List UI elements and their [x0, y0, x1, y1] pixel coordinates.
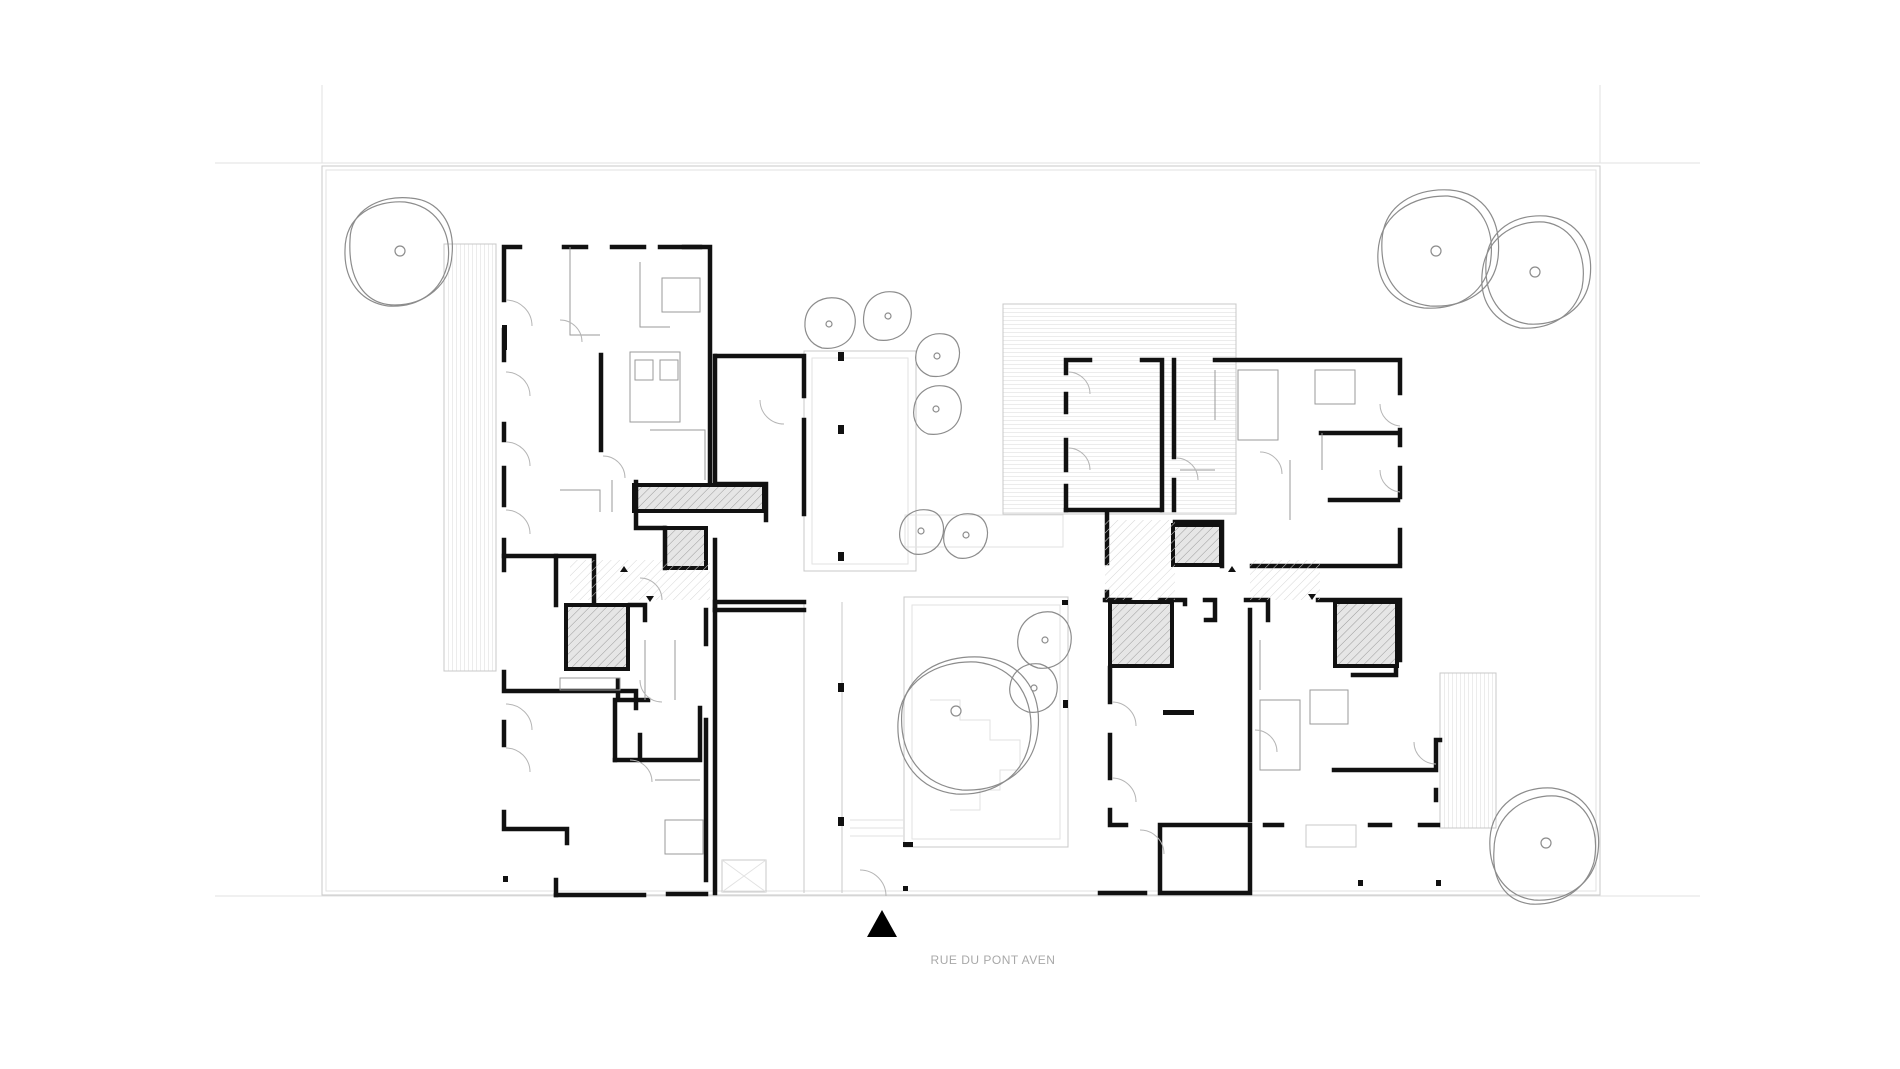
tree — [344, 197, 453, 307]
tree — [1377, 189, 1500, 309]
tree — [1017, 611, 1072, 669]
tree — [1481, 215, 1592, 329]
tree — [1009, 663, 1058, 713]
west-building — [501, 244, 807, 898]
tree — [899, 509, 945, 555]
interior-details — [559, 247, 1356, 855]
north-terrace — [1002, 303, 1237, 515]
tree — [1489, 787, 1600, 905]
site-boundary — [321, 165, 1601, 896]
circulation-hatching — [570, 520, 1320, 600]
trees — [344, 189, 1600, 905]
tree — [804, 297, 856, 349]
tree — [915, 333, 961, 378]
tree — [913, 385, 962, 435]
stair-markers — [620, 566, 1316, 602]
courtyard-outlines — [721, 350, 1357, 893]
door-swings — [505, 299, 1437, 897]
site-reference-lines — [215, 85, 1700, 897]
street-label: RUE DU PONT AVEN — [930, 953, 1056, 967]
tree — [897, 656, 1040, 795]
tree — [862, 291, 912, 341]
east-terrace — [1439, 672, 1497, 829]
terraces — [443, 243, 1497, 829]
east-building — [1062, 357, 1443, 896]
west-terrace — [443, 243, 497, 672]
tree — [943, 513, 989, 559]
columns — [503, 352, 1441, 891]
entrance-arrow-icon — [867, 910, 897, 937]
